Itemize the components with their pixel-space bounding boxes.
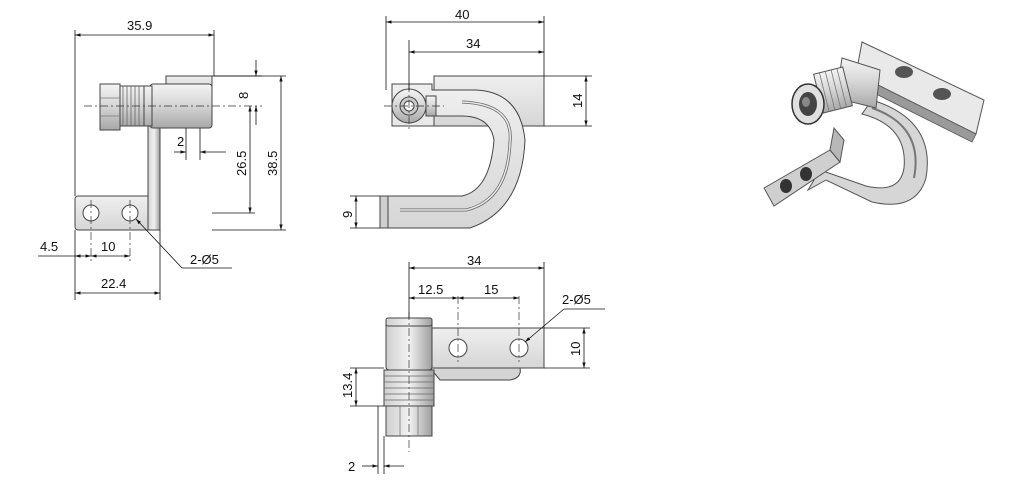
dim-top-thread: 13.4 bbox=[340, 373, 355, 398]
dim-front-top: 14 bbox=[570, 94, 585, 108]
side-hex-nut bbox=[99, 83, 121, 131]
side-view: 35.9 8 2 26.5 38.5 4.5 10 22.4 2-Ø5 bbox=[38, 18, 286, 300]
dim-side-holes: 2-Ø5 bbox=[190, 252, 219, 267]
front-view: 40 34 14 9 bbox=[340, 7, 592, 229]
dim-front-width: 40 bbox=[455, 7, 469, 22]
dim-top-pitch: 15 bbox=[484, 282, 498, 297]
top-view: 34 12.5 15 2-Ø5 10 13.4 2 bbox=[340, 253, 605, 474]
dim-top-width: 34 bbox=[467, 253, 481, 268]
dim-side-base: 22.4 bbox=[101, 276, 126, 291]
dim-front-arm: 34 bbox=[466, 36, 480, 51]
dim-side-lip: 2 bbox=[177, 134, 184, 149]
dim-side-height: 38.5 bbox=[265, 151, 280, 176]
dim-top-offset: 12.5 bbox=[418, 282, 443, 297]
dim-top-plate: 10 bbox=[568, 342, 583, 356]
dim-front-bottom: 9 bbox=[340, 211, 355, 218]
iso-hook-arm bbox=[806, 99, 928, 205]
dim-side-flange: 8 bbox=[236, 92, 251, 99]
dim-side-pitch: 10 bbox=[101, 239, 115, 254]
dim-side-axis-height: 26.5 bbox=[234, 151, 249, 176]
dim-side-edge: 4.5 bbox=[40, 239, 58, 254]
isometric-view bbox=[763, 41, 985, 207]
dim-side-width: 35.9 bbox=[127, 18, 152, 33]
dim-top-lip: 2 bbox=[348, 459, 355, 474]
side-vertical-arm bbox=[147, 119, 161, 231]
front-hook-arm bbox=[385, 83, 526, 229]
dim-top-holes: 2-Ø5 bbox=[562, 292, 591, 307]
